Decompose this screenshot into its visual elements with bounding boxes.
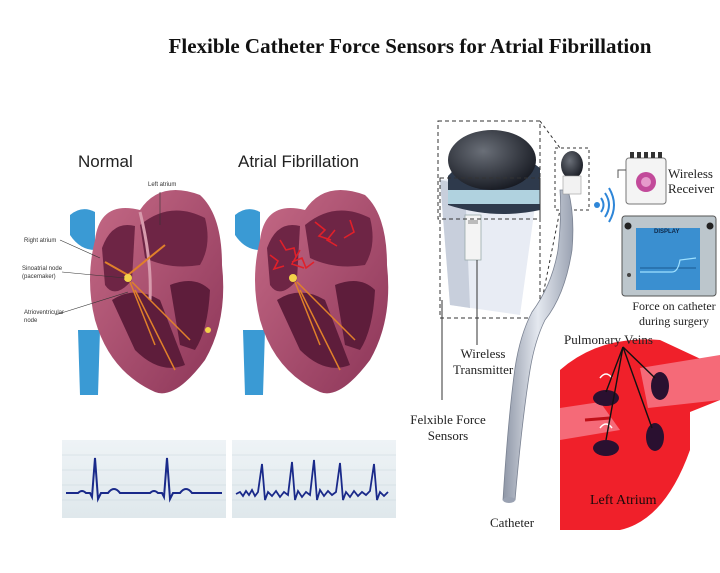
label-force-line2: during surgery [630, 314, 718, 329]
label-display: DISPLAY [654, 229, 679, 235]
label-wireless-receiver-line1: Wireless [668, 166, 714, 181]
normal-heading: Normal [78, 152, 133, 172]
label-wireless-receiver-line2: Receiver [668, 181, 714, 196]
label-transmitter-line2: Transmitter [453, 362, 513, 378]
af-heart [235, 190, 388, 395]
wireless-signal-icon [594, 188, 614, 222]
label-right-atrium: Right atrium [24, 238, 56, 244]
label-force-sensors-line2: Sensors [408, 428, 488, 444]
label-pulmonary-veins: Pulmonary Veins [564, 332, 653, 348]
label-wireless-transmitter: Wireless Transmitter [453, 346, 513, 378]
label-av-node-1: Atrioventricular [24, 310, 64, 316]
label-force-sensors-line1: Felxible Force [408, 412, 488, 428]
wireless-receiver-device [618, 152, 666, 204]
label-left-atrium-anatomy: Left atrium [148, 182, 176, 188]
normal-heart [70, 190, 223, 395]
label-catheter: Catheter [490, 515, 534, 531]
force-display-device [622, 216, 716, 296]
label-transmitter-line1: Wireless [453, 346, 513, 362]
label-wireless-receiver: Wireless Receiver [668, 166, 714, 196]
label-av-node-2: node [24, 318, 37, 324]
label-force-line1: Force on catheter [630, 299, 718, 314]
catheter-tip [561, 151, 583, 179]
label-force-on-catheter: Force on catheter during surgery [630, 299, 718, 329]
label-sa-node-1: Sinoatrial node [22, 266, 62, 272]
sensor-closeup [440, 130, 540, 315]
label-force-sensors: Felxible Force Sensors [408, 412, 488, 444]
label-left-atrium: Left Atrium [590, 493, 657, 509]
zoom-line-1 [540, 121, 560, 148]
label-sa-node-2: (pacemaker) [22, 274, 56, 280]
ecg-normal-panel [62, 440, 226, 518]
atrial-fibrillation-heading: Atrial Fibrillation [238, 152, 359, 172]
